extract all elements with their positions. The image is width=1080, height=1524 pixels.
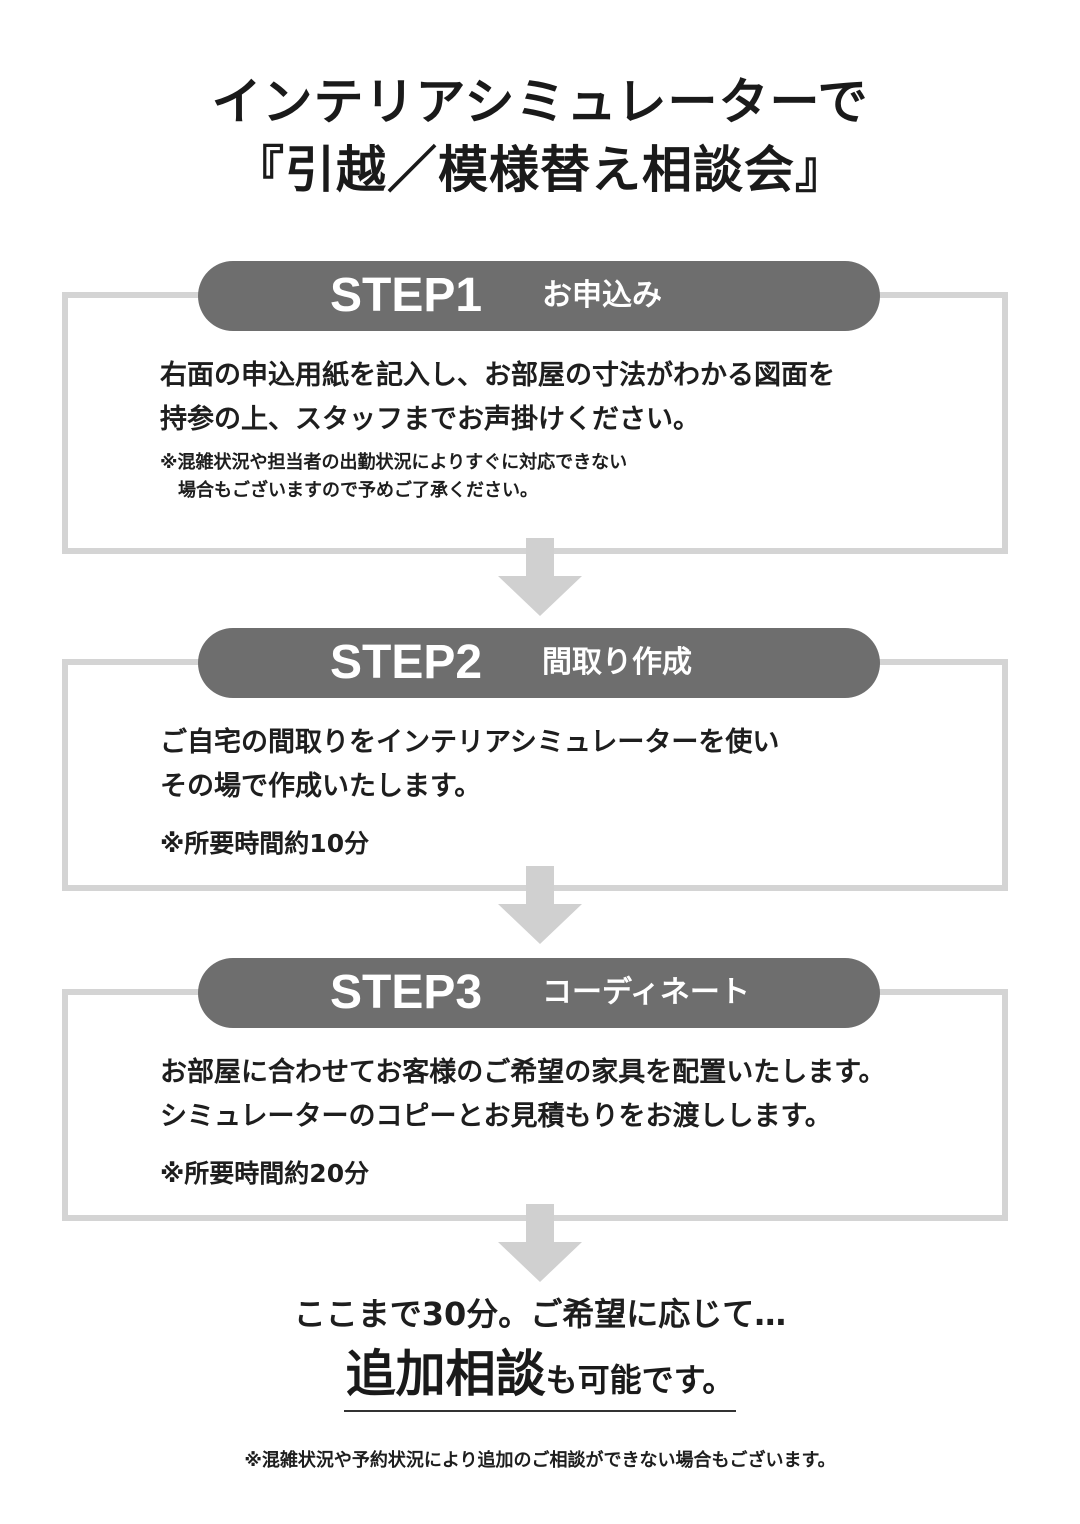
page-title-line-1: インテリアシミュレーターで [211,73,869,131]
down-arrow-icon [498,866,582,944]
footnote: ※混雑状況や予約状況により追加のご相談ができない場合もございます。 [244,1450,836,1471]
step2-header: STEP2 間取り作成 [198,628,880,698]
step3-text-line-2: シミュレーターのコピーとお見積もりをお渡しします。 [160,1101,832,1132]
step1-header: STEP1 お申込み [198,261,880,331]
additional-consultation-suffix: も可能です。 [545,1361,735,1399]
step3-text-line-1: お部屋に合わせてお客様のご希望の家具を配置いたします。 [160,1057,886,1088]
step3-label: STEP3 [330,966,483,1019]
step3-time-note: ※所要時間約20分 [160,1159,370,1188]
step3-subtitle: コーディネート [542,975,750,1010]
step1-text-line-2: 持参の上、スタッフまでお声掛けください。 [160,404,700,435]
step2-label: STEP2 [330,636,483,689]
summary-line: ここまで30分。ご希望に応じて… [293,1295,787,1333]
step2-text-line-1: ご自宅の間取りをインテリアシミュレーターを使い [160,727,780,758]
down-arrow-icon [498,538,582,616]
page-title-line-2: 『引越／模様替え相談会』 [234,141,846,199]
step1-note-line-1: ※混雑状況や担当者の出勤状況によりすぐに対応できない [160,452,628,473]
step1-subtitle: お申込み [542,278,662,313]
step2-subtitle: 間取り作成 [542,645,692,680]
step3-header: STEP3 コーディネート [198,958,880,1028]
additional-consultation-emphasis: 追加相談 [345,1345,546,1403]
step1-label: STEP1 [330,269,483,322]
step1-text-line-1: 右面の申込用紙を記入し、お部屋の寸法がわかる図面を [160,360,835,391]
down-arrow-icon [498,1204,582,1282]
step1-note-line-2: 場合もございますので予めご了承ください。 [160,480,538,501]
step2-text-line-2: その場で作成いたします。 [160,771,482,802]
additional-consultation-heading: 追加相談も可能です。 [344,1340,736,1412]
step2-time-note: ※所要時間約10分 [160,829,370,858]
